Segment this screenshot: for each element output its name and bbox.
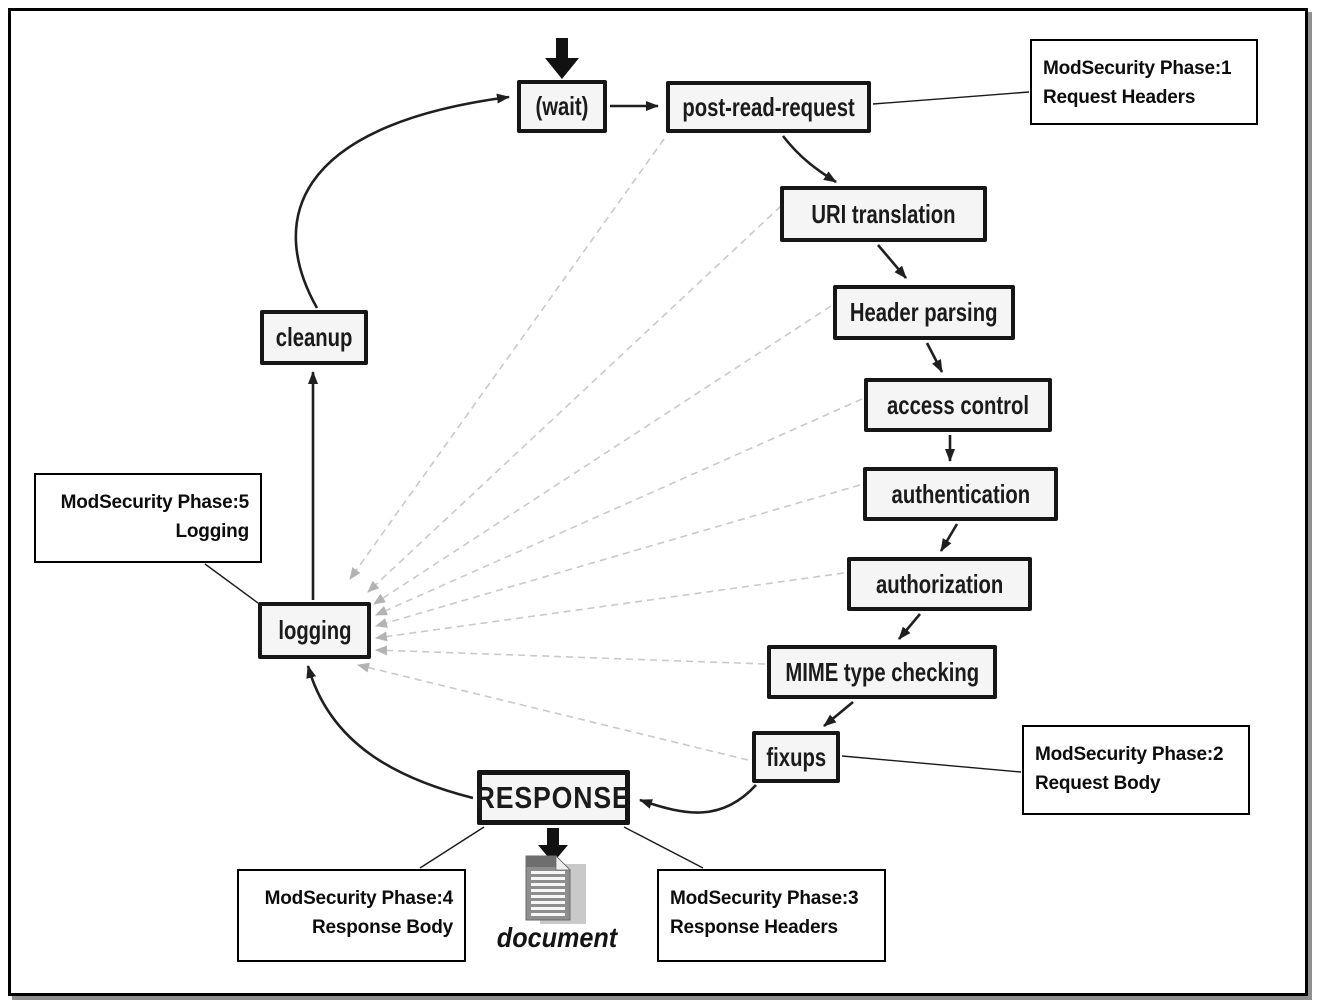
node-label-logging: logging xyxy=(277,615,352,645)
node-cleanup: cleanup xyxy=(260,310,368,365)
response-to-document-arrow xyxy=(538,828,568,863)
node-label-header-parsing: Header parsing xyxy=(850,297,998,327)
node-label-mime-type-checking: MIME type checking xyxy=(785,656,979,687)
edge-post-read-request-to-uri-translation xyxy=(781,135,837,184)
node-label-response: RESPONSE xyxy=(475,779,632,815)
node-authorization: authorization xyxy=(847,557,1032,611)
annotation-phase2-line-1: ModSecurity Phase:2 xyxy=(1035,744,1224,765)
annotation-phase5-line-2: Logging xyxy=(175,521,249,542)
annotation-phase2-line-2: Request Body xyxy=(1035,773,1161,794)
edge-authorization-to-mime-type-checking xyxy=(898,613,921,640)
edge-uri-translation-to-header-parsing xyxy=(877,244,907,279)
node-label-access-control: access control xyxy=(886,389,1030,420)
dashed-edge-post-read-request-to-logging xyxy=(349,138,665,580)
node-uri-translation: URI translation xyxy=(780,186,987,242)
node-label-authentication: authentication xyxy=(891,478,1030,509)
annotation-phase1-line-2: Request Headers xyxy=(1043,87,1196,108)
node-label-fixups: fixups xyxy=(766,741,826,772)
entry-arrow xyxy=(545,38,579,79)
annotation-phase3-line-2: Response Headers xyxy=(670,917,838,938)
annotation-phase1-line-1: ModSecurity Phase:1 xyxy=(1043,58,1232,79)
node-post-read-request: post-read-request xyxy=(666,81,871,133)
dashed-edge-uri-translation-to-logging xyxy=(367,205,782,593)
dashed-edge-fixups-to-logging xyxy=(357,662,749,761)
node-label-wait: (wait) xyxy=(535,91,589,121)
node-logging: logging xyxy=(258,602,371,659)
edge-authentication-to-authorization xyxy=(939,523,959,552)
callout-line-response-to-phase3 xyxy=(623,826,704,869)
callout-line-fixups-to-phase2 xyxy=(841,755,1022,773)
node-label-authorization: authorization xyxy=(875,568,1004,599)
node-access-control: access control xyxy=(864,378,1052,432)
node-wait: (wait) xyxy=(517,80,607,133)
annotation-phase3-line-1: ModSecurity Phase:3 xyxy=(670,888,859,909)
annotation-phase5-line-1: ModSecurity Phase:5 xyxy=(60,492,250,513)
dashed-edge-mime-type-checking-to-logging xyxy=(375,645,766,665)
node-label-post-read-request: post-read-request xyxy=(682,91,855,122)
dashed-edge-access-control-to-logging xyxy=(375,398,863,616)
callout-line-post-read-request-to-phase1 xyxy=(872,91,1030,105)
dashed-edge-authentication-to-logging xyxy=(375,484,861,628)
node-label-uri-translation: URI translation xyxy=(811,198,956,229)
node-label-cleanup: cleanup xyxy=(275,322,353,352)
callout-line-response-to-phase4 xyxy=(419,826,485,869)
dashed-edge-header-parsing-to-logging xyxy=(373,305,832,605)
node-response: RESPONSE xyxy=(475,770,632,825)
callout-line-phase5-to-logging xyxy=(204,563,259,604)
edge-response-to-logging xyxy=(306,665,474,800)
edge-mime-type-checking-to-fixups xyxy=(823,700,854,728)
node-header-parsing: Header parsing xyxy=(833,285,1015,340)
annotation-phase4-line-2: Response Body xyxy=(312,917,453,938)
edge-fixups-to-response xyxy=(639,784,757,814)
document-label: document xyxy=(496,922,618,953)
dashed-edge-authorization-to-logging xyxy=(375,572,845,642)
node-fixups: fixups xyxy=(752,731,840,783)
node-authentication: authentication xyxy=(863,467,1058,521)
node-mime-type-checking: MIME type checking xyxy=(767,645,997,699)
document-icon xyxy=(510,854,604,941)
annotation-phase4-line-1: ModSecurity Phase:4 xyxy=(264,888,454,909)
edge-header-parsing-to-access-control xyxy=(925,342,944,373)
edge-cleanup-to-wait xyxy=(294,93,510,309)
